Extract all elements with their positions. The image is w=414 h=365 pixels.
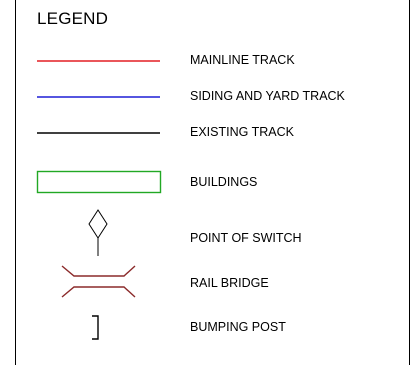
- rail-bridge-symbol: [61, 265, 136, 298]
- legend-label-point-of-switch: POINT OF SWITCH: [190, 231, 302, 245]
- legend-label-existing-track: EXISTING TRACK: [190, 125, 294, 139]
- legend-label-bumping-post: BUMPING POST: [190, 320, 286, 334]
- legend-label-buildings: BUILDINGS: [190, 175, 258, 189]
- legend-title: LEGEND: [37, 9, 109, 28]
- legend-label-mainline-track: MAINLINE TRACK: [190, 53, 295, 67]
- legend-label-rail-bridge: RAIL BRIDGE: [190, 276, 269, 290]
- point-of-switch-diamond: [88, 209, 108, 256]
- bumping-post-bracket: [92, 315, 99, 340]
- building-rectangle: [36, 170, 162, 194]
- legend-frame: [15, 0, 410, 365]
- legend-label-siding-yard-track: SIDING AND YARD TRACK: [190, 89, 345, 103]
